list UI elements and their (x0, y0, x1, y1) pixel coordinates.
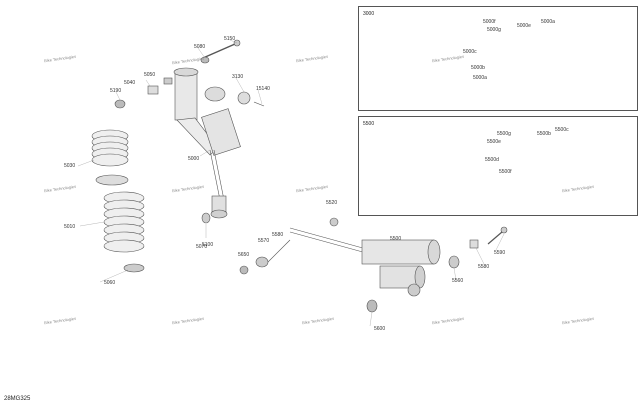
part-label: 5570 (258, 238, 270, 244)
part-label: 5050 (144, 72, 156, 78)
part-label: 5010 (64, 224, 76, 230)
part-label: 5580 (478, 264, 490, 270)
inset-label: 5000g (487, 27, 501, 33)
inset-label: 5000a (473, 75, 487, 81)
part-label: 5060 (104, 280, 116, 286)
part-label: 5100 (202, 242, 214, 248)
shock-absorber-drawing (114, 39, 265, 224)
inset-label: 5000c (463, 49, 477, 55)
part-label: 5590 (494, 250, 506, 256)
part-label: 5190 (110, 88, 122, 94)
figure-code: 28MG325 (4, 396, 31, 402)
part-label: 5080 (194, 44, 206, 50)
inset-label: 5000a (541, 19, 555, 25)
leader-lines (77, 39, 505, 327)
spring-stack-drawing (91, 129, 145, 273)
inset-label: 5000e (517, 23, 531, 29)
inset-label: 5000f (483, 19, 496, 25)
inset-title: 5500 (363, 121, 375, 127)
lower-shock-drawing (239, 217, 508, 313)
inset-panel-3000: 3000 5000f 5000g 5000a 5000e 5000c 5000b… (358, 6, 638, 111)
part-label: 3130 (232, 74, 244, 80)
part-label: 5000 (188, 156, 200, 162)
inset-label: 5500f (499, 169, 512, 175)
inset-label: 5500e (487, 139, 501, 145)
part-label: 5600 (374, 326, 386, 332)
inset-label: 5500g (497, 131, 511, 137)
inset-label: 5500c (555, 127, 569, 133)
inset-panel-5500: 5500 5500g 5500b 5500c 5500e 5500d 5500f (358, 116, 638, 216)
part-label: 5580 (272, 232, 284, 238)
part-label: 5040 (124, 80, 136, 86)
inset-label: 5500b (537, 131, 551, 137)
part-label: 5070 (196, 244, 208, 250)
inset-label: 5000b (471, 65, 485, 71)
inset-title: 3000 (363, 11, 375, 17)
part-label: 5500 (390, 236, 402, 242)
part-label: 5520 (326, 200, 338, 206)
part-label: 5030 (64, 163, 76, 169)
part-label: 15140 (256, 86, 270, 92)
part-label: 5150 (224, 36, 236, 42)
inset-label: 5500d (485, 157, 499, 163)
part-label: 5650 (238, 252, 250, 258)
part-label: 5560 (452, 278, 464, 284)
